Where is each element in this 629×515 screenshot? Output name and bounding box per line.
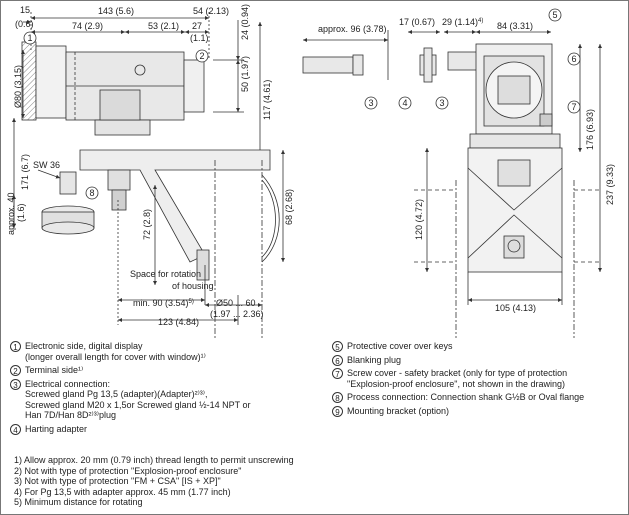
legend-number: 7 bbox=[332, 368, 343, 380]
marker-5: 5 bbox=[548, 8, 562, 22]
svg-text:7: 7 bbox=[572, 102, 577, 112]
legend-item-2: 2 Terminal side¹⁾ bbox=[10, 365, 84, 377]
dim-117: 117 (4.61) bbox=[262, 80, 272, 120]
legend-item-9: 9 Mounting bracket (option) bbox=[332, 406, 449, 417]
dim-1-97: (1.97 ... 2.36) bbox=[210, 309, 264, 319]
dim-50: 50 (1.97) bbox=[240, 56, 250, 92]
footnote-2: 2) Not with type of protection "Explosio… bbox=[14, 465, 242, 476]
legend-number: 3 bbox=[10, 378, 21, 390]
dim-120: 120 (4.72) bbox=[414, 199, 424, 240]
legend-item-8: 8 Process connection: Connection shank G½… bbox=[332, 392, 585, 404]
legend-number: 4 bbox=[10, 423, 21, 435]
dim-54: 54 (2.13) bbox=[193, 6, 229, 16]
dim-approx-40: approx. 40 bbox=[6, 192, 16, 235]
legend-text: Screw cover - safety bracket (only for t… bbox=[347, 368, 568, 378]
legend-number: 8 bbox=[332, 392, 343, 404]
legend-text: Harting adapter bbox=[25, 423, 88, 434]
side-view bbox=[12, 12, 285, 338]
legend-number: 5 bbox=[332, 341, 343, 353]
space-rotation-1: Space for rotation bbox=[130, 269, 201, 279]
legend-item-1-line-1: (longer overall length for cover with wi… bbox=[25, 352, 206, 362]
svg-text:5: 5 bbox=[553, 10, 558, 20]
legend-text: Terminal side¹⁾ bbox=[25, 365, 84, 375]
space-rotation-2: of housing bbox=[172, 281, 214, 291]
dim-29: 29 (1.14)4) bbox=[442, 17, 483, 27]
legend-number: 9 bbox=[332, 405, 343, 417]
dim-53: 53 (2.1) bbox=[148, 21, 179, 31]
legend-item-3-line-1: Screwed gland Pg 13,5 (adapter)(Adapter)… bbox=[25, 389, 208, 399]
legend-number: 2 bbox=[10, 365, 21, 377]
footnote-5: 5) Minimum distance for rotating bbox=[14, 497, 143, 507]
dim-17: 17 (0.67) bbox=[399, 17, 435, 27]
footnote-4: 4) For Pg 13,5 with adapter approx. 45 m… bbox=[14, 486, 231, 497]
dimension-labels: 15 143 (5.6) 54 (2.13) (0.6) 74 (2.9) 53… bbox=[6, 4, 615, 327]
legend-item-6: 6 Blanking plug bbox=[332, 355, 401, 366]
legend-text: "Explosion-proof enclosure", not shown i… bbox=[347, 378, 566, 389]
dim-27: 27 bbox=[192, 21, 202, 31]
legend-text: Protective cover over keys bbox=[347, 341, 453, 351]
dim-80: Ø80 (3.15) bbox=[13, 65, 23, 108]
dim-84: 84 (3.31) bbox=[497, 21, 533, 31]
marker-3a: 3 bbox=[364, 96, 378, 110]
dim-123: 123 (4.84) bbox=[158, 317, 199, 327]
dim-105: 105 (4.13) bbox=[495, 303, 536, 313]
legend-text: Blanking plug bbox=[347, 354, 402, 365]
dim-74: 74 (2.9) bbox=[72, 21, 103, 31]
dim-68: 68 (2.68) bbox=[284, 189, 294, 225]
legend-text: Electrical connection: bbox=[25, 378, 111, 389]
marker-4: 4 bbox=[398, 96, 412, 110]
dim-171: 171 (6.7) bbox=[20, 154, 30, 190]
dim-0-6: (0.6) bbox=[15, 19, 34, 29]
item-markers: 1 2 8 3 4 3 5 6 7 bbox=[23, 8, 581, 200]
footnote-1: 1) Allow approx. 20 mm (0.79 inch) threa… bbox=[14, 455, 294, 465]
legend-text: (longer overall length for cover with wi… bbox=[25, 351, 206, 362]
svg-text:3: 3 bbox=[369, 98, 374, 108]
svg-text:2: 2 bbox=[200, 51, 205, 61]
legend-item-3-line-3: Han 7D/Han 8D²⁾³⁾plug bbox=[25, 410, 116, 420]
svg-text:3: 3 bbox=[440, 98, 445, 108]
legend-item-5: 5 Protective cover over keys bbox=[332, 341, 453, 353]
marker-1: 1 bbox=[23, 31, 37, 45]
connection-parts bbox=[302, 30, 479, 83]
legend-text: Screwed gland M20 x 1,5or Screwed gland … bbox=[25, 399, 251, 410]
marker-8: 8 bbox=[85, 186, 99, 200]
marker-7: 7 bbox=[567, 100, 581, 114]
svg-text:1: 1 bbox=[28, 33, 33, 43]
legend-text: Process connection: Connection shank G½B… bbox=[347, 392, 585, 402]
dim-72: 72 (2.8) bbox=[142, 209, 152, 240]
legend-number: 1 bbox=[10, 341, 21, 353]
legend-item-4: 4 Harting adapter bbox=[10, 424, 87, 435]
legend-item-3-line-2: Screwed gland M20 x 1,5or Screwed gland … bbox=[25, 400, 250, 410]
front-view bbox=[414, 30, 602, 338]
sw36-label: SW 36 bbox=[33, 160, 60, 170]
footnote-3: 3) Not with type of protection "FM + CSA… bbox=[14, 476, 221, 486]
dim-1-6: (1.6) bbox=[16, 203, 26, 222]
legend-item-7-line-1: "Explosion-proof enclosure", not shown i… bbox=[347, 379, 565, 389]
legend-text: Screwed gland Pg 13,5 (adapter)(Adapter)… bbox=[25, 389, 208, 399]
marker-3b: 3 bbox=[435, 96, 449, 110]
dimension-drawing: 15 143 (5.6) 54 (2.13) (0.6) 74 (2.9) 53… bbox=[6, 4, 615, 338]
marker-6: 6 bbox=[567, 52, 581, 66]
legend-text: Mounting bracket (option) bbox=[347, 405, 450, 416]
dim-176: 176 (6.93) bbox=[585, 109, 595, 150]
dim-approx-96: approx. 96 (3.78) bbox=[318, 24, 387, 34]
legend-item-1: 1 Electronic side, digital display bbox=[10, 341, 143, 353]
legend-item-7: 7 Screw cover - safety bracket (only for … bbox=[332, 368, 568, 380]
dim-1-1: (1.1) bbox=[190, 33, 209, 43]
legend-number: 6 bbox=[332, 354, 343, 366]
svg-text:8: 8 bbox=[90, 188, 95, 198]
legend-text: Electronic side, digital display bbox=[25, 341, 143, 351]
dim-min-90: min. 90 (3.54)5) bbox=[133, 298, 194, 308]
marker-2: 2 bbox=[195, 49, 209, 63]
dim-143: 143 (5.6) bbox=[98, 6, 134, 16]
svg-text:6: 6 bbox=[572, 54, 577, 64]
legend-text: Han 7D/Han 8D²⁾³⁾plug bbox=[25, 410, 116, 420]
legend-item-3: 3 Electrical connection: bbox=[10, 379, 110, 390]
dim-24: 24 (0.94) bbox=[240, 4, 250, 40]
dim-15: 15 bbox=[20, 5, 30, 15]
svg-text:4: 4 bbox=[403, 98, 408, 108]
dim-50-60: Ø50 ... 60 bbox=[216, 298, 256, 308]
dim-237: 237 (9.33) bbox=[605, 164, 615, 205]
